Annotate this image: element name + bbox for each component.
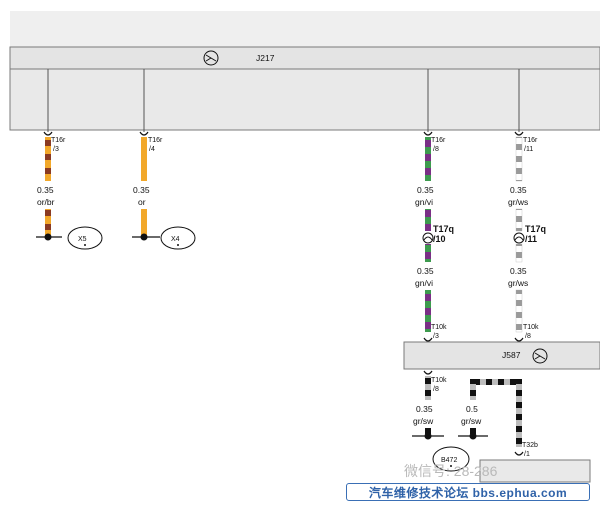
connector-x4-label: X4	[171, 236, 180, 243]
wire-3: T16r /8 0.35 gn/vi T17q /10 0.35 gn/vi T…	[415, 131, 454, 342]
pin-arrow-icon	[43, 131, 53, 136]
wire-4-color2: gr/ws	[508, 278, 528, 288]
wire-1-color: or/br	[37, 197, 55, 207]
wire-1: T16r /3 0.35 or/br X5	[36, 131, 103, 250]
wire-4-size2: 0.35	[510, 266, 527, 276]
wire-2-pin-no: /4	[149, 146, 155, 153]
wire-2: T16r /4 0.35 or X4	[132, 131, 196, 250]
pin-arrow-icon	[514, 131, 524, 136]
connector-b472-label: B472	[441, 457, 457, 464]
wire-3-inline-pin-no: /10	[433, 234, 446, 244]
module-j217-symbol-icon	[203, 50, 219, 66]
wire-3-pin-no: /8	[433, 146, 439, 153]
inline-connector-t17q-10-icon	[422, 232, 434, 244]
watermark: 微信号: 28-286	[404, 463, 498, 479]
lower-wire-2-color: gr/sw	[461, 416, 482, 426]
lower-wire-1-pin-no: /8	[433, 386, 439, 393]
module-leads	[47, 69, 520, 132]
inline-connector-t17q-11-icon	[513, 232, 525, 244]
pin-arrow-icon	[423, 370, 433, 375]
wire-1-pin-no: /3	[53, 146, 59, 153]
wire-4-pin3-no: /8	[525, 333, 531, 340]
connector-b472: B472	[432, 446, 470, 472]
wire-4-pin: T16r	[523, 137, 538, 144]
wire-3-color2: gn/vi	[415, 278, 433, 288]
wire-2-size: 0.35	[133, 185, 150, 195]
bottom-pin-no: /1	[524, 451, 530, 458]
pin-arrow-icon	[514, 337, 524, 342]
pin-arrow-icon	[423, 337, 433, 342]
pin-arrow-icon	[514, 451, 524, 456]
wire-3-size2: 0.35	[417, 266, 434, 276]
wire-4-pin3: T10k	[523, 324, 539, 331]
module-j217-label: J217	[256, 53, 275, 63]
bottom-pin: T32b	[522, 442, 538, 449]
wire-3-color: gn/vi	[415, 197, 433, 207]
wire-3-size: 0.35	[417, 185, 434, 195]
module-j587-symbol-icon	[532, 348, 548, 364]
pin-arrow-icon	[139, 131, 149, 136]
wire-4-inline-pin-no: /11	[525, 234, 537, 244]
wire-3-inline-pin: T17q	[433, 224, 454, 234]
wire-3-pin3: T10k	[431, 324, 447, 331]
wire-4-inline-pin: T17q	[525, 224, 546, 234]
wire-1-size: 0.35	[37, 185, 54, 195]
forum-banner: 汽车维修技术论坛 bbs.ephua.com	[346, 483, 590, 501]
wire-3-pin: T16r	[431, 137, 446, 144]
wire-4-pin-no: /11	[524, 146, 533, 153]
bottom-component	[479, 459, 591, 483]
wire-4-color: gr/ws	[508, 197, 528, 207]
module-j217: J217	[9, 11, 600, 131]
wire-2-pin: T16r	[148, 137, 163, 144]
wire-4-size: 0.35	[510, 185, 527, 195]
wire-3-pin3-no: /3	[433, 333, 439, 340]
connector-x4: X4	[160, 226, 196, 250]
lower-wire-1-color: gr/sw	[413, 416, 434, 426]
connector-x5: X5	[67, 226, 103, 250]
module-j587: J587	[403, 341, 600, 370]
connector-x5-label: X5	[78, 236, 87, 243]
wire-1-pin: T16r	[51, 137, 66, 144]
lower-wire-2-size: 0.5	[466, 404, 478, 414]
lower-wire-1-size: 0.35	[416, 404, 433, 414]
module-j587-label: J587	[502, 350, 521, 360]
lower-wire-1-pin: T10k	[431, 377, 447, 384]
lower-wire-1: T10k /8 0.35 gr/sw	[412, 370, 447, 440]
pin-arrow-icon	[423, 131, 433, 136]
lower-wire-2: 0.5 gr/sw T32b /1	[458, 379, 538, 458]
wire-2-color: or	[138, 197, 146, 207]
wire-4: T16r /11 0.35 gr/ws T17q /11 0.35 gr/ws …	[508, 131, 546, 342]
